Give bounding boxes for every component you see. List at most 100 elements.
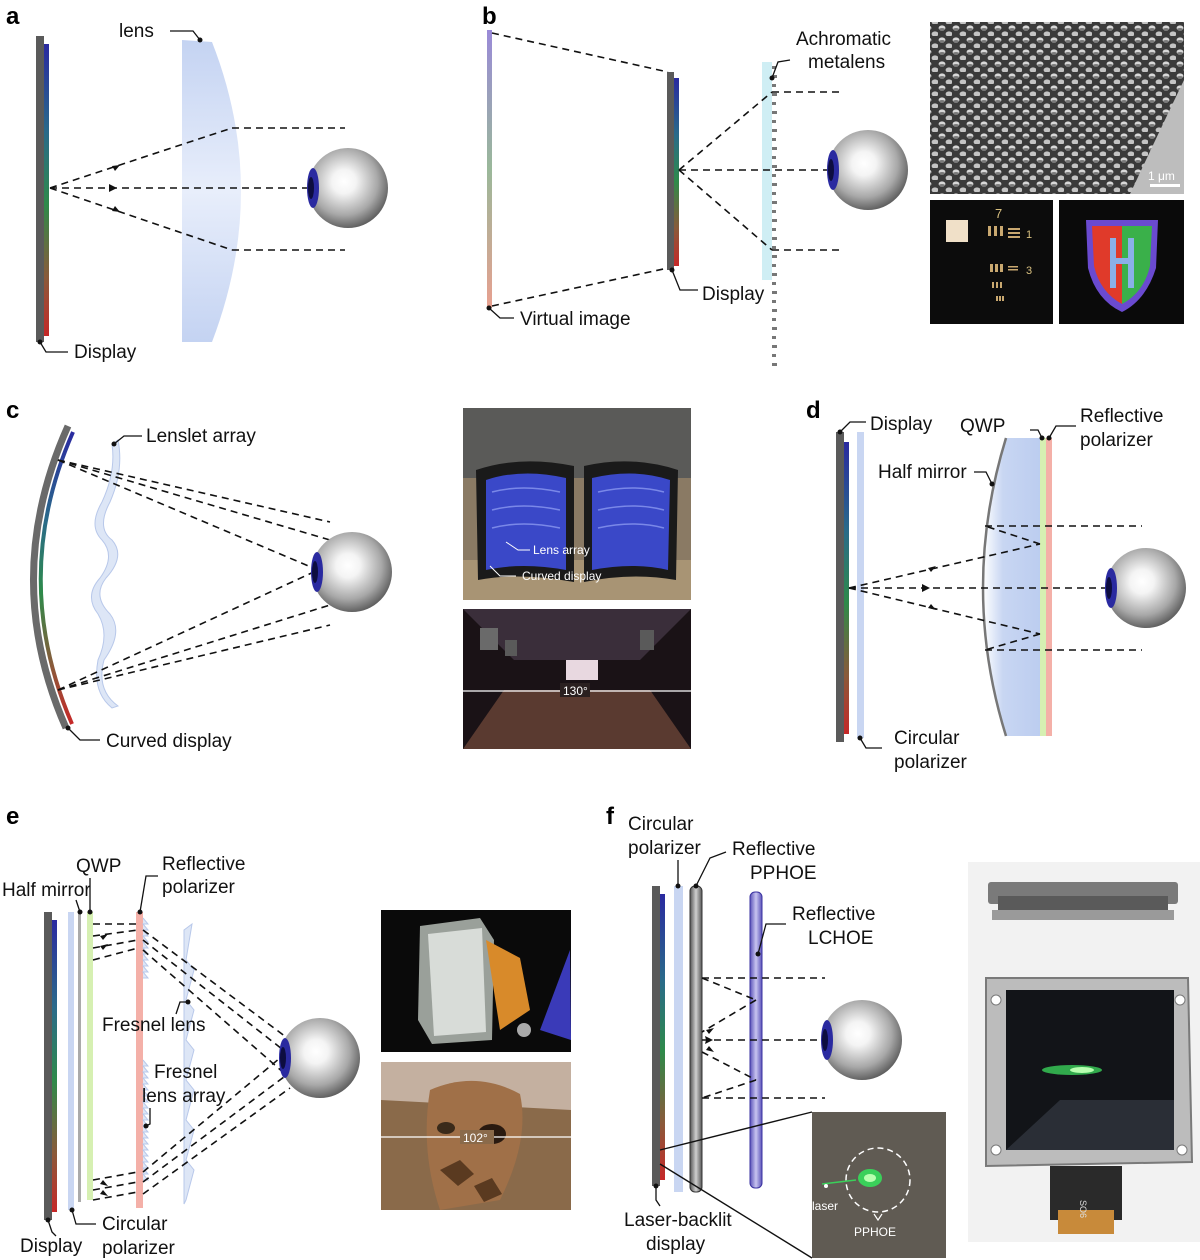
ray-arrows-d (922, 566, 936, 610)
virtual-ray-top (491, 32, 669, 73)
ray-f-4 (701, 1079, 757, 1099)
laser-zoom-photo: laser PPHOE (812, 1112, 946, 1258)
eye-a (307, 148, 388, 228)
panel-b: b Achromatic metalens Display Virtual im… (482, 3, 1184, 366)
label-curved-display: Curved display (106, 731, 232, 752)
display-panel-a (36, 36, 44, 342)
label-refl-pol-d-2: polarizer (1080, 430, 1154, 451)
leader-refl-pol-d (1048, 425, 1076, 439)
panel-letter-e: e (6, 803, 19, 830)
giraffe-fov-photo: 102° (381, 1062, 571, 1210)
leader-lenslet (113, 435, 142, 445)
label-display-a: Display (74, 342, 137, 363)
circular-polarizer-e (68, 912, 74, 1210)
leader-circ-pol-d (859, 737, 882, 749)
leader-refl-pol-e (139, 875, 158, 913)
leader-virtual-image (488, 307, 514, 319)
zoom-line-top (659, 1111, 813, 1151)
circular-polarizer-f (674, 886, 683, 1192)
label-virtual-image: Virtual image (520, 309, 631, 330)
label-laser-1: Laser-backlit (624, 1210, 732, 1231)
wide-fov-photo: 130° (463, 609, 691, 749)
panel-letter-b: b (482, 3, 497, 30)
label-circ-pol-f-1: Circular (628, 814, 694, 835)
ray-f-2 (701, 999, 757, 1033)
label-pphoe-1: Reflective (732, 839, 815, 860)
leader-display-b (671, 269, 698, 291)
label-lenslet: Lenslet array (146, 426, 256, 447)
leader-display-e (47, 1219, 57, 1237)
half-mirror-e (78, 912, 81, 1202)
display-pixels-f (660, 894, 665, 1180)
label-refl-pol-e-1: Reflective (162, 854, 245, 875)
label-pphoe-2: PPHOE (750, 863, 817, 884)
photo-label-pphoe: PPHOE (854, 1225, 896, 1239)
sem-image: 1 μm (930, 22, 1184, 194)
panel-d: d Display QWP Reflective polarizer Half … (806, 397, 1186, 773)
label-display-e: Display (20, 1236, 83, 1257)
label-refl-pol-d-1: Reflective (1080, 406, 1163, 427)
ray-a-lower (49, 187, 233, 251)
fov-label-c: 130° (563, 684, 588, 698)
ray-d-down1 (848, 587, 1041, 635)
scale-bar-label: 1 μm (1148, 169, 1175, 183)
label-metalens-line1: Achromatic (796, 29, 891, 50)
label-circ-pol-f-2: polarizer (628, 838, 702, 859)
rays-e (92, 923, 297, 1201)
label-qwp-e: QWP (76, 856, 121, 877)
ray-b-upper (678, 91, 773, 171)
ray-f-1 (701, 977, 757, 1001)
ray-d-down2 (984, 633, 1041, 651)
label-circ-pol-e-2: polarizer (102, 1238, 176, 1259)
curved-display-device-photo: Lens array Curved display (463, 408, 691, 600)
half-mirror-lens-d (983, 438, 1040, 736)
leader-laser-display (655, 1186, 661, 1207)
display-panel-f (652, 886, 660, 1186)
leader-lens-a (170, 30, 201, 41)
label-fresnel-array-1: Fresnel (154, 1062, 217, 1083)
reflective-polarizer-e (136, 912, 143, 1208)
lens-a (182, 40, 241, 342)
eye-d (1105, 548, 1186, 628)
device-code-label: SO6 (1078, 1200, 1088, 1218)
leader-display-a (39, 341, 68, 353)
eye-f (821, 1000, 902, 1080)
photo-label-lens-array: Lens array (533, 543, 590, 557)
eye-b (827, 130, 908, 210)
display-panel-e (44, 912, 52, 1220)
label-lens-a: lens (119, 21, 154, 42)
panel-c: c Lenslet array Curved display (6, 397, 691, 752)
chart-digit-3: 3 (1026, 265, 1032, 277)
ray-c-5 (57, 604, 331, 691)
chart-digit-1: 7 (995, 206, 1002, 221)
label-fresnel-array-2: lens array (142, 1086, 226, 1107)
metalens-nanostructure (772, 66, 777, 366)
panel-letter-c: c (6, 397, 19, 424)
ray-c-1 (57, 459, 331, 523)
leader-fresnel-array (145, 1108, 151, 1127)
display-panel-d (836, 432, 844, 742)
leader-qwp-d (1030, 429, 1043, 439)
label-circ-pol-d-2: polarizer (894, 752, 968, 773)
display-pixels-a (44, 44, 49, 336)
display-pixels-e (52, 920, 57, 1212)
panel-letter-a: a (6, 3, 20, 30)
lenslet-array (91, 439, 121, 709)
pphoe-f (689, 885, 703, 1193)
label-lchoe-1: Reflective (792, 904, 875, 925)
ray-f-3 (701, 1051, 757, 1081)
zoom-line-bottom (659, 1163, 813, 1259)
ray-arrows-f (705, 1028, 714, 1052)
qwp-e (87, 912, 93, 1200)
label-lchoe-2: LCHOE (808, 928, 873, 949)
label-half-mirror-d: Half mirror (878, 462, 967, 483)
label-circ-pol-e-1: Circular (102, 1214, 168, 1235)
circular-polarizer-d (857, 432, 864, 738)
reflective-polarizer-d (1046, 438, 1052, 736)
curved-display-panel (30, 424, 72, 730)
panel-a: a lens Display (6, 3, 388, 363)
shield-logo-photo (1059, 200, 1184, 324)
scale-bar (1150, 184, 1180, 187)
display-panel-b (667, 72, 674, 270)
